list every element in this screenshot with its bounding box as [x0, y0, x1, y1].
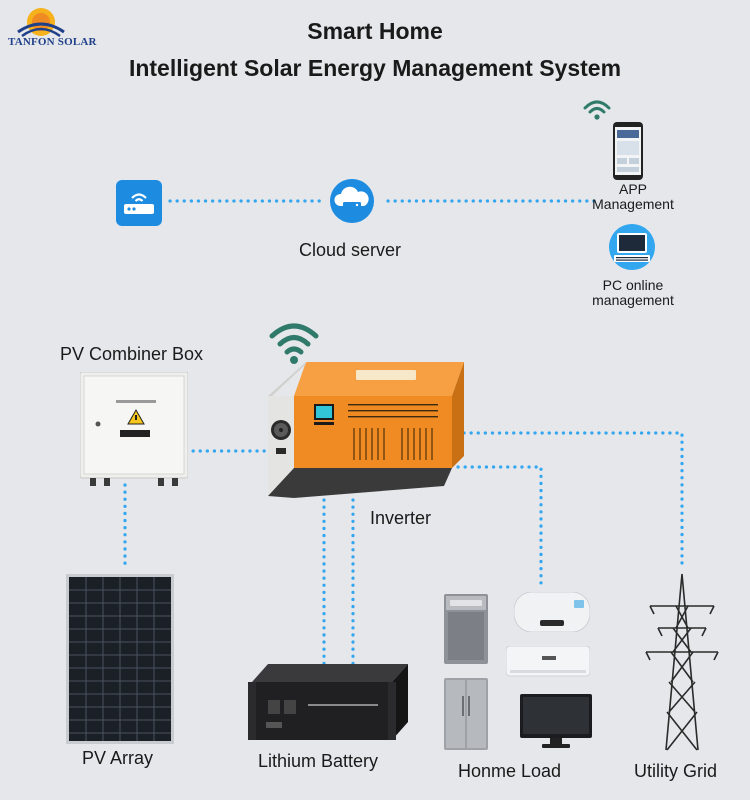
refrigerator-image	[444, 678, 488, 750]
inverter-grid-line	[462, 431, 684, 568]
inverter-wifi-icon	[269, 323, 319, 364]
utility-grid-label: Utility Grid	[634, 761, 718, 781]
pc-label-line2: management	[592, 292, 674, 308]
combiner-box-label: PV Combiner Box	[60, 344, 204, 364]
inverter-label: Inverter	[370, 508, 432, 528]
page-title-line1: Smart Home	[307, 18, 443, 44]
cloud-server-label: Cloud server	[299, 240, 402, 260]
app-label-line1: APP	[618, 181, 647, 197]
app-management-label: APP Management	[588, 182, 678, 212]
combiner-box-image	[80, 372, 188, 486]
phone-icon	[613, 122, 643, 180]
inverter-image	[268, 362, 464, 498]
pc-management-label: PC online management	[580, 278, 686, 308]
logo-icon	[17, 8, 65, 38]
wifi-icon	[583, 100, 611, 120]
app-label-line2: Management	[592, 196, 674, 212]
pv-array-label: PV Array	[82, 748, 154, 768]
inverter-load-line	[456, 465, 543, 590]
lithium-battery-label: Lithium Battery	[258, 751, 379, 771]
water-heater-image	[514, 592, 590, 632]
cloud-server-icon	[330, 179, 374, 223]
pc-icon	[609, 224, 655, 270]
washing-machine-image	[444, 594, 488, 664]
air-conditioner-image	[506, 646, 590, 677]
pc-label-line1: PC online	[602, 277, 664, 293]
pv-array-image	[66, 574, 174, 744]
page-title-line2: Intelligent Solar Energy Management Syst…	[128, 55, 622, 81]
home-load-label: Honme Load	[458, 761, 562, 781]
brand-name: TANFON SOLAR	[8, 36, 97, 48]
television-image	[520, 694, 592, 748]
lithium-battery-image	[248, 664, 408, 740]
router-icon	[116, 180, 162, 226]
utility-grid-tower-image	[645, 573, 719, 751]
